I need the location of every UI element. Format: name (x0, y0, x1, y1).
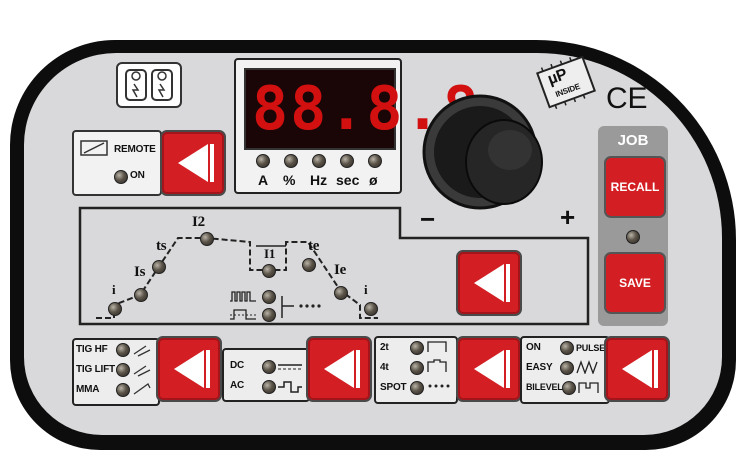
unit-led-hz (312, 154, 326, 168)
trigger-spot: SPOT (380, 382, 407, 393)
unit-led-percent (284, 154, 298, 168)
unit-sec: sec (336, 172, 360, 188)
spot-wave-icon (230, 309, 256, 320)
pulse-on: ON (526, 342, 541, 353)
ac-icon (278, 381, 302, 393)
pulse-select-button[interactable] (604, 336, 670, 402)
display-panel: 88.8.8 A % Hz sec ø (234, 58, 479, 194)
mode-tig-lift: TIG LIFT (76, 364, 115, 375)
trigger-2t: 2t (380, 342, 389, 353)
led-ac (262, 380, 276, 394)
pulse-label: PULSE (576, 343, 606, 353)
led-spot (410, 381, 424, 395)
trigger-icons (427, 341, 450, 388)
unit-a: A (258, 172, 269, 188)
remote-box: REMOTE ON (72, 130, 162, 196)
torch-icons (133, 345, 151, 395)
recall-button[interactable]: RECALL (604, 156, 666, 218)
unit-led-sec (340, 154, 354, 168)
graph-label-is: Is (134, 264, 146, 280)
knob-plus-label: + (560, 202, 575, 232)
graph-label-ie: Ie (334, 262, 347, 278)
graph-label-i1: I1 (264, 246, 276, 261)
graph-label-te: te (308, 238, 320, 254)
unit-led-diameter (368, 154, 382, 168)
trigger-select-button[interactable] (456, 336, 522, 402)
pulse-wave-icon (230, 291, 256, 302)
led-mma (116, 383, 130, 397)
unit-hz: Hz (310, 172, 328, 188)
bilevel-icon (578, 382, 599, 393)
graph-label-ts: ts (156, 238, 167, 254)
led-tig-hf (116, 343, 130, 357)
adjust-knob[interactable] (412, 88, 562, 218)
remote-label: REMOTE (114, 144, 156, 155)
up-inside-logo: µP INSIDE (532, 52, 600, 112)
led-easy (560, 361, 574, 375)
remote-on-led (114, 170, 128, 184)
current-dc: DC (230, 360, 245, 371)
graph-label-i2: I2 (192, 214, 205, 230)
easy-pulse-icon (576, 360, 598, 374)
led-4t (410, 361, 424, 375)
graph-led-i2 (200, 232, 214, 246)
cycle-param-select-button[interactable] (456, 250, 522, 316)
pulse-easy: EASY (526, 362, 553, 373)
remote-slope-icon (80, 140, 108, 156)
save-button[interactable]: SAVE (604, 252, 666, 314)
trigger-4t: 4t (380, 362, 389, 373)
current-type-box (222, 348, 310, 402)
job-title: JOB (617, 132, 649, 149)
led-2t (410, 341, 424, 355)
process-select-button[interactable] (156, 336, 222, 402)
led-dc (262, 360, 276, 374)
graph-label-i-end: i (364, 282, 368, 297)
graph-led-i1 (262, 264, 276, 278)
graph-led-start (108, 302, 122, 316)
current-ac: AC (230, 380, 245, 391)
graph-led-spot (262, 308, 276, 322)
led-display: 88.8.8 (244, 68, 479, 150)
graph-led-ts (152, 260, 166, 274)
led-pulse-on (560, 341, 574, 355)
led-bilevel (562, 381, 576, 395)
unit-percent: % (283, 172, 296, 188)
dc-icon (278, 364, 302, 370)
graph-label-i-start: i (112, 282, 116, 297)
ce-mark: CE (606, 82, 648, 115)
graph-led-is (134, 288, 148, 302)
knob-minus-label: − (420, 204, 435, 234)
job-led (626, 230, 640, 244)
graph-led-te (302, 258, 316, 272)
remote-on-label: ON (130, 170, 145, 181)
mode-tig-hf: TIG HF (76, 344, 108, 355)
unit-led-a (256, 154, 270, 168)
dual-machine-icon (116, 62, 182, 108)
graph-led-pulse (262, 290, 276, 304)
remote-select-button[interactable] (160, 130, 226, 196)
pulse-bilevel: BILEVEL (526, 382, 563, 392)
graph-led-ie (334, 286, 348, 300)
job-panel: JOB RECALL SAVE (598, 126, 668, 326)
current-type-select-button[interactable] (306, 336, 372, 402)
graph-led-end (364, 302, 378, 316)
unit-diameter: ø (369, 172, 378, 188)
led-tig-lift (116, 363, 130, 377)
mode-mma: MMA (76, 384, 100, 395)
